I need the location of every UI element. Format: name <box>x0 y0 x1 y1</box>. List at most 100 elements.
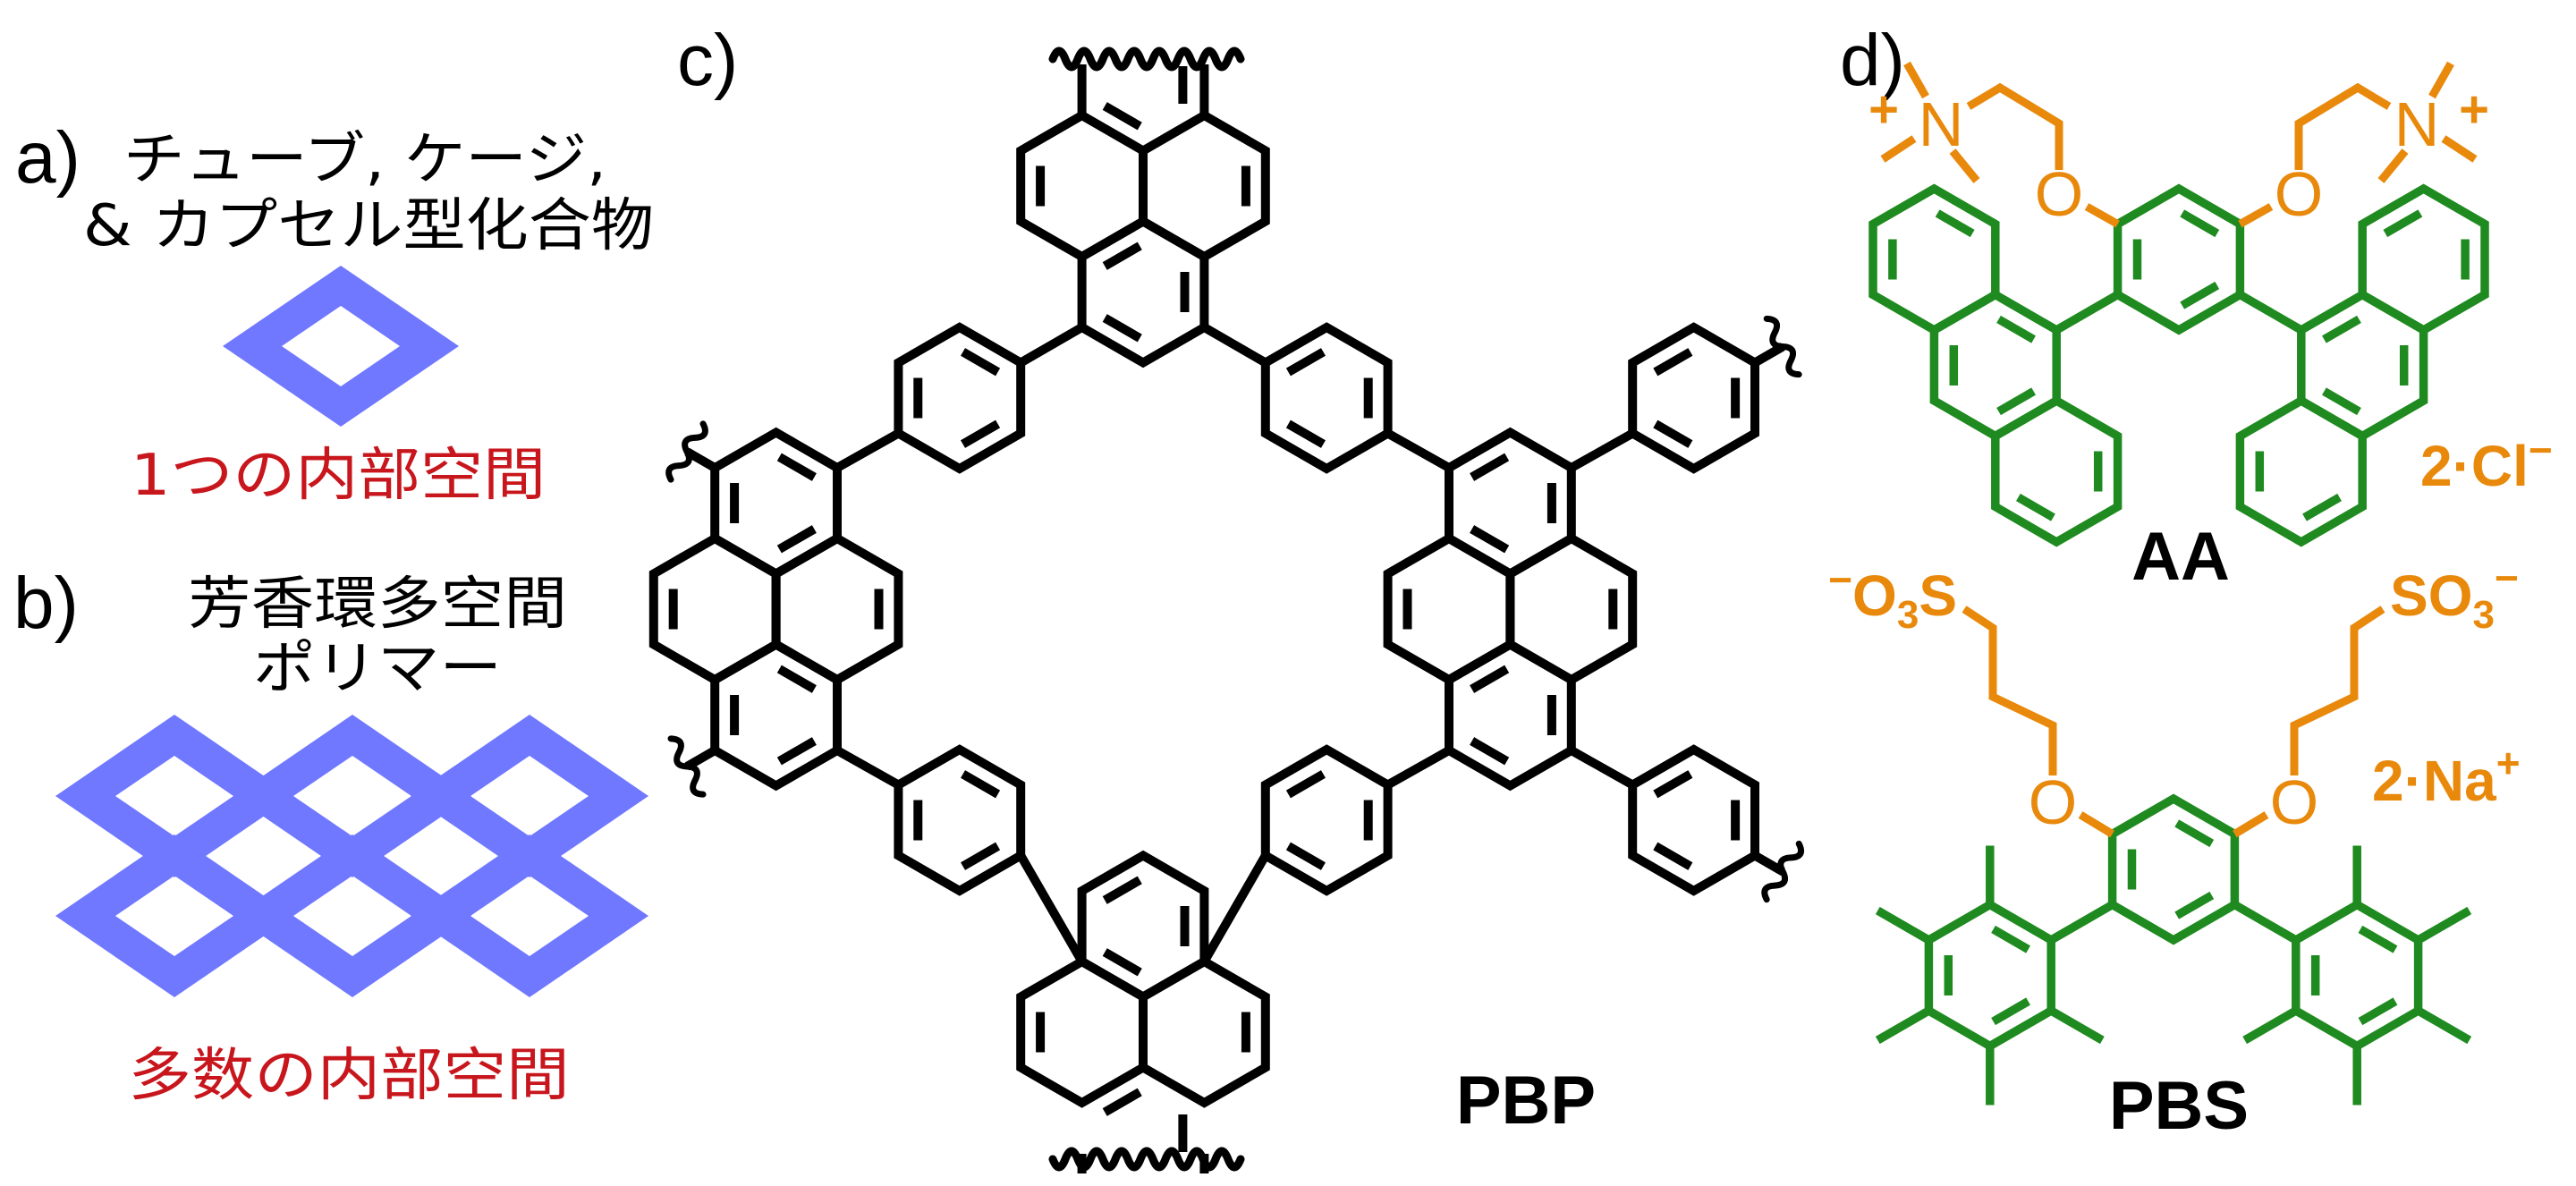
polymer-continuation-wavy-icon <box>667 735 707 798</box>
alkyl-chain-bond <box>1880 135 1917 163</box>
double-bond <box>776 525 817 554</box>
pbp-compound-label: PBP <box>1456 1063 1596 1139</box>
panel-b: b) 芳香環多空間 ポリマー 多数の内部空間 <box>13 563 648 1109</box>
double-bond <box>2322 315 2361 343</box>
sulfonate-left-sub: 3 <box>1897 593 1919 637</box>
alkyl-chain-bond <box>2084 203 2120 228</box>
double-bond <box>1285 842 1326 870</box>
pbs-sulfonate-right: SO3− <box>2390 555 2519 637</box>
alkyl-chain-bond <box>2428 61 2454 99</box>
panel-a-label: a) <box>15 117 80 199</box>
cavity-diamond <box>233 715 471 877</box>
double-bond <box>1991 925 2030 953</box>
sulfonate-left-charge: − <box>1828 556 1852 603</box>
double-bond <box>961 770 1001 799</box>
double-bond <box>1935 209 1975 238</box>
pbs-sulfonate-left: −O3S <box>1828 556 1957 637</box>
aa-nitrogen-right: N <box>2394 89 2440 159</box>
double-bond <box>1653 770 1693 799</box>
bond <box>684 746 717 771</box>
polymer-continuation-wavy-icon <box>1048 1147 1245 1172</box>
single-cavity-diamond <box>223 266 459 427</box>
alkyl-chain-bond <box>2441 135 2478 163</box>
bond <box>1385 746 1452 789</box>
panel-b-caption: 多数の内部空間 <box>129 1043 570 1109</box>
double-bond <box>776 737 817 766</box>
bond <box>1752 343 1785 367</box>
bond <box>2233 901 2299 945</box>
pbs-counterion-charge: + <box>2496 740 2521 786</box>
double-bond <box>2358 997 2398 1026</box>
bond <box>1201 323 1268 367</box>
double-bond <box>2174 891 2215 919</box>
methyl-bond <box>2416 1006 2472 1045</box>
pbs-oxygen-right: O <box>2270 767 2318 837</box>
aa-counterion: 2·Cl− <box>2420 427 2553 498</box>
cavity-diamond <box>233 834 471 997</box>
pyrene-ring <box>1077 216 1209 369</box>
panel-b-label: b) <box>13 563 79 644</box>
double-bond <box>1102 876 1142 904</box>
double-bond <box>2302 493 2342 521</box>
double-bond <box>1653 348 1693 377</box>
panel-b-title-line1: 芳香環多空間 <box>188 572 567 638</box>
sulfonate-right-charge: − <box>2495 555 2519 601</box>
aa-counterion-text: 2·Cl <box>2420 434 2529 498</box>
double-bond <box>1991 997 2030 1026</box>
double-bond <box>961 842 1001 870</box>
double-bond <box>961 419 1001 448</box>
methyl-bond <box>2048 1006 2105 1045</box>
bond <box>1018 323 1085 367</box>
anthracene-ring <box>2235 395 2367 547</box>
aa-nitrogen-left: N <box>1919 89 1964 159</box>
pyrene-ring <box>1445 639 1576 792</box>
sulfonate-right-o: O <box>2428 563 2473 628</box>
alkyl-chain-bond <box>2294 82 2392 170</box>
panel-a-title-line1: チューブ, ケージ, <box>123 127 606 193</box>
double-bond <box>1285 419 1326 448</box>
double-bond <box>1470 665 1510 693</box>
aa-oxygen-right: O <box>2275 159 2323 229</box>
bond <box>1016 853 1086 964</box>
double-bond <box>1653 842 1693 870</box>
alkyl-chain-bond <box>2238 203 2274 228</box>
double-bond <box>2180 281 2220 309</box>
pbs-structure <box>1875 606 2472 1106</box>
double-bond <box>1285 348 1326 377</box>
cavity-diamond <box>55 834 293 997</box>
bond <box>2238 291 2304 335</box>
sulfonate-right-s: S <box>2390 563 2428 628</box>
bond <box>2054 291 2120 335</box>
alkyl-chain-bond <box>1966 82 2063 170</box>
double-bond <box>1102 948 1142 977</box>
double-bond <box>1102 241 1142 270</box>
bond <box>835 429 901 472</box>
pbs-oxygen-left: O <box>2029 767 2077 837</box>
double-bond <box>1102 1088 1142 1116</box>
bond <box>1200 853 1270 964</box>
aa-counterion-charge: − <box>2529 427 2553 473</box>
methyl-bond <box>2416 906 2472 945</box>
double-bond <box>1996 387 2036 416</box>
pbs-counterion: 2·Na+ <box>2372 740 2521 813</box>
double-bond <box>1470 737 1510 766</box>
double-bond <box>2016 493 2055 521</box>
bond <box>1569 429 1635 472</box>
aa-structure <box>1868 61 2489 547</box>
bond <box>684 447 717 472</box>
pyrene-ring <box>1077 850 1209 1003</box>
pbs-counterion-text: 2·Na <box>2372 749 2496 813</box>
double-bond <box>1996 315 2036 343</box>
methyl-bond <box>1875 906 1931 945</box>
double-bond <box>1653 419 1693 448</box>
alkyl-chain-bond <box>1949 148 1980 183</box>
double-bond <box>1285 770 1326 799</box>
panel-d-label: d) <box>1840 20 1905 101</box>
double-bond <box>2180 209 2220 238</box>
alkyl-chain-bond <box>2290 606 2385 775</box>
panel-a: a) チューブ, ケージ, & カプセル型化合物 1つの内部空間 <box>15 117 654 509</box>
polymer-continuation-wavy-icon <box>1763 315 1802 378</box>
double-bond <box>2174 819 2215 848</box>
aa-oxygen-left: O <box>2035 159 2083 229</box>
